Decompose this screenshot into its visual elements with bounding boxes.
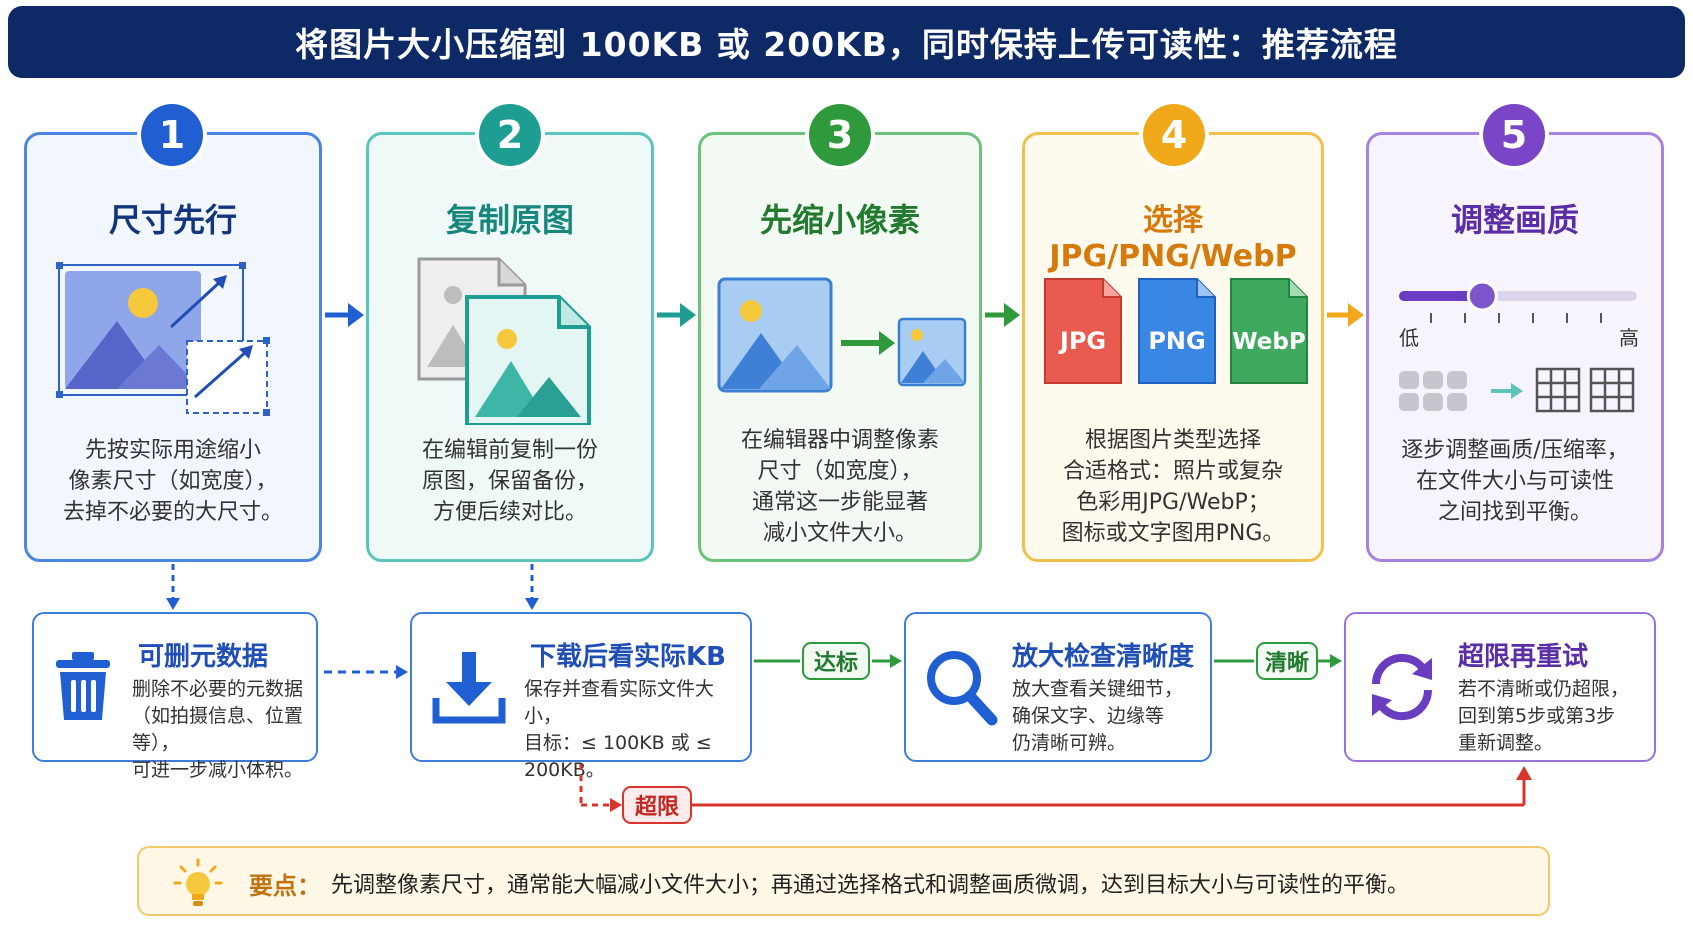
step-card-3: 先缩小像素 在编辑器中调整像素 尺寸（如宽度）， 通常这一步能显著 减小文件大小… (698, 132, 982, 562)
step-desc: 根据图片类型选择 合适格式：照片或复杂 色彩用JPG/WebP； 图标或文字图用… (1061, 428, 1285, 546)
step-badge-5: 5 (1483, 104, 1545, 166)
step-card-4: 选择JPG/PNG/WebP JPG PNG WebP 根据图片类型选择 合适格… (1022, 132, 1324, 562)
box-title: 超限再重试 (1458, 642, 1589, 672)
trash-icon (56, 652, 110, 720)
quality-slider: 低 高 (1399, 280, 1639, 413)
tip-text: 先调整像素尺寸，通常能大幅减小文件大小；再通过选择格式和调整画质微调，达到目标大… (331, 873, 1410, 898)
tip-label: 要点： (249, 872, 321, 900)
quality-slider-fill (1399, 291, 1483, 301)
format-files-icon: JPG PNG WebP (1044, 278, 1308, 384)
step-card-1: 尺寸先行 先按实际用途缩小 像素尺寸（如宽度）， 去掉不必要的大尺寸。 (24, 132, 322, 562)
refresh-icon (1371, 653, 1433, 721)
step-desc: 逐步调整画质/压缩率， 在文件大小与可读性 之间找到平衡。 (1401, 438, 1629, 525)
resize-image-icon (56, 262, 270, 416)
tip-box: 要点： 先调整像素尺寸，通常能大幅减小文件大小；再通过选择格式和调整画质微调，达… (137, 846, 1550, 916)
pass-tag: 达标 (802, 642, 870, 680)
step-card-5: 调整画质 低 高 逐步调整画质/压缩率， 在文件大小与可读性 之间找到平衡。 (1366, 132, 1664, 562)
step-badge-4: 4 (1143, 104, 1205, 166)
box-desc: 删除不必要的元数据 （如拍摄信息、位置等）， 可进一步减小体积。 (132, 678, 304, 781)
sharp-pattern-icon (1535, 367, 1635, 413)
box-title: 放大检查清晰度 (1012, 642, 1195, 672)
zoom-check-box: 放大检查清晰度 放大查看关键细节， 确保文字、边缘等 仍清晰可辨。 (904, 612, 1212, 762)
step-desc: 在编辑前复制一份 原图，保留备份， 方便后续对比。 (421, 438, 598, 525)
step-badge-2: 2 (479, 104, 541, 166)
step-badge-3: 3 (809, 104, 871, 166)
box-desc: 保存并查看实际文件大小， 目标：≤ 100KB 或 ≤ 200KB。 (524, 678, 715, 781)
box-desc: 若不清晰或仍超限， 回到第5步或第3步 重新调整。 (1458, 678, 1630, 754)
remove-metadata-box: 可删元数据 删除不必要的元数据 （如拍摄信息、位置等）， 可进一步减小体积。 (32, 612, 318, 781)
step-title: 先缩小像素 (759, 201, 920, 239)
magnifier-icon (927, 651, 998, 726)
download-icon (432, 652, 506, 724)
format-label-webp: WebP (1232, 329, 1305, 355)
slider-low-label: 低 (1399, 326, 1419, 350)
step-title: 尺寸先行 (108, 201, 237, 239)
box-desc: 放大查看关键细节， 确保文字、边缘等 仍清晰可辨。 (1012, 678, 1184, 754)
page-title: 将图片大小压缩到 100KB 或 200KB，同时保持上传可读性：推荐流程 (295, 25, 1398, 64)
step-desc: 在编辑器中调整像素 尺寸（如宽度）， 通常这一步能显著 减小文件大小。 (740, 428, 939, 546)
step-card-2: 复制原图 在编辑前复制一份 原图，保留备份， 方便后续对比。 (366, 132, 654, 562)
shrink-image-icon (717, 277, 967, 393)
step-title: 选择JPG/PNG/WebP (1049, 203, 1297, 274)
over-limit-tag: 超限 (622, 786, 692, 824)
retry-box: 超限再重试 若不清晰或仍超限， 回到第5步或第3步 重新调整。 (1344, 612, 1656, 762)
lightbulb-icon (173, 858, 223, 906)
check-kb-box: 下载后看实际KB 保存并查看实际文件大小， 目标：≤ 100KB 或 ≤ 200… (410, 612, 752, 781)
clear-tag: 清晰 (1256, 642, 1318, 680)
step-title: 调整画质 (1450, 201, 1579, 239)
copy-image-icon (417, 257, 591, 425)
quality-slider-knob (1466, 280, 1498, 312)
jpg-file-icon: JPG (1044, 278, 1122, 384)
title-bar: 将图片大小压缩到 100KB 或 200KB，同时保持上传可读性：推荐流程 (8, 6, 1685, 78)
step-badge-1: 1 (141, 104, 203, 166)
box-title: 下载后看实际KB (530, 642, 726, 672)
step-desc: 先按实际用途缩小 像素尺寸（如宽度）， 去掉不必要的大尺寸。 (62, 438, 283, 525)
webp-file-icon: WebP (1230, 278, 1308, 384)
box-title: 可删元数据 (138, 642, 269, 672)
format-label-jpg: JPG (1058, 327, 1106, 355)
png-file-icon: PNG (1138, 278, 1216, 384)
format-label-png: PNG (1148, 327, 1205, 355)
slider-high-label: 高 (1619, 326, 1639, 350)
blurry-pattern-icon (1399, 371, 1467, 411)
step-title: 复制原图 (445, 201, 574, 239)
